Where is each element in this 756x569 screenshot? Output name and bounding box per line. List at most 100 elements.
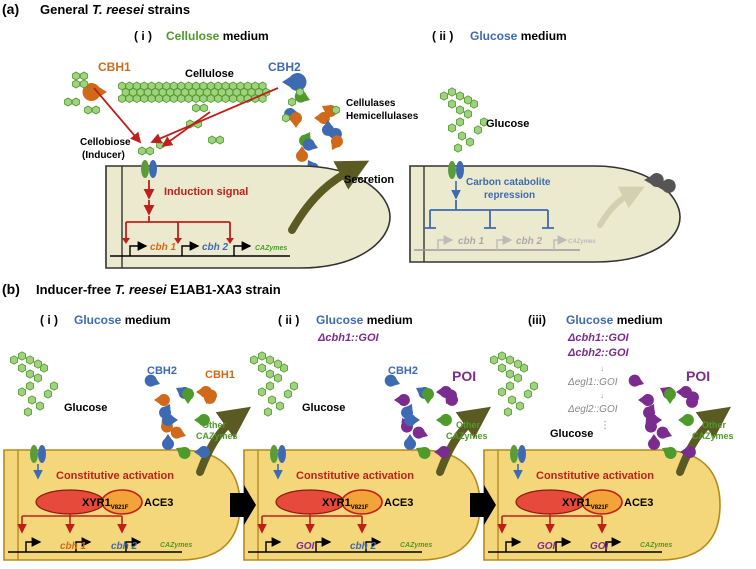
enzyme-pacman-icon	[628, 374, 644, 387]
glucose-hexagon-icon	[289, 381, 299, 391]
ace3-label: ACE3	[624, 497, 653, 509]
enzyme-pacman-icon	[648, 434, 660, 450]
faded-secretion-arrow-icon	[597, 186, 645, 228]
glucose-hexagon-icon	[516, 401, 524, 411]
gene-cazymes: CAZymes	[255, 245, 287, 252]
promoter-icon	[265, 537, 282, 552]
glucose-label: Glucose	[64, 402, 107, 414]
glucose-hexagon-icon	[447, 87, 457, 97]
transporter-icon	[38, 445, 46, 463]
panel-b-title-italic: T. reesei	[115, 282, 167, 297]
enzyme-pacman-icon	[662, 446, 677, 459]
enzyme-pacman-icon	[384, 374, 400, 387]
down-arrow-2: ↓	[600, 391, 604, 400]
panel-a-title-pre: General	[40, 2, 92, 17]
medium-word: Cellulose	[166, 29, 220, 43]
glucose-hexagon-icon	[44, 389, 52, 399]
cellulose-label: Cellulose	[185, 68, 234, 80]
transporter-icon	[30, 445, 38, 463]
enzyme-pacman-icon	[314, 112, 330, 125]
enzyme-pacman-icon	[296, 146, 308, 162]
cbh1-label: CBH1	[205, 369, 235, 381]
glucose-hexagon-icon	[455, 117, 465, 127]
promoter-icon	[605, 537, 622, 552]
enzyme-pacman-icon	[290, 112, 302, 128]
xyr1-label: XYR1V821F	[82, 497, 129, 511]
gene-2: GOI	[590, 541, 609, 552]
gene-cazymes: CAZymes	[568, 239, 596, 245]
glucose-hexagon-icon	[206, 94, 215, 104]
panel-b-ii: ( ii ) Glucose medium Δcbh1::GOI Glucose…	[278, 313, 488, 552]
gene-cbh1: cbh 1	[458, 236, 485, 247]
promoter-icon	[25, 537, 42, 552]
glucose-hexagon-icon	[72, 97, 80, 107]
glucose-hexagon-icon	[156, 140, 164, 150]
enzyme-pacman-icon	[404, 413, 420, 427]
other-label-2: CAZymes	[196, 431, 238, 441]
glucose-hexagon-icon	[177, 94, 186, 104]
glucose-hexagon-icon	[257, 387, 267, 397]
ace3-label: ACE3	[144, 497, 173, 509]
enzyme-pacman-icon	[162, 434, 174, 450]
medium-label: Cellulose medium	[166, 29, 269, 43]
inducer-label: (Inducer)	[82, 150, 125, 161]
fungal-cell-group	[3, 351, 252, 561]
glucose-hexagon-icon	[80, 71, 88, 81]
deletion-label-2: Δcbh2::GOI	[567, 347, 629, 359]
glucose-hexagon-icon	[132, 94, 141, 104]
glucose-hexagon-icon	[275, 401, 285, 411]
deletion-label-4: Δegl2::GOI	[567, 404, 618, 415]
ace3-label: ACE3	[384, 497, 413, 509]
panel-b-title: Inducer-free T. reesei E1AB1-XA3 strain	[36, 282, 281, 297]
gene-2: cbh 2	[111, 541, 138, 552]
glucose-hexagon-icon	[288, 97, 296, 107]
glucose-hexagon-icon	[64, 97, 72, 107]
fungal-cell-group	[243, 351, 492, 561]
promoter-icon	[505, 537, 522, 552]
glucose-hexagon-icon	[84, 105, 92, 115]
glucose-hexagon-icon	[455, 105, 465, 115]
glucose-hexagon-icon	[36, 401, 44, 411]
ace3-oval	[101, 489, 143, 515]
panel-b-title-post: E1AB1-XA3 strain	[167, 282, 281, 297]
enzyme-pacman-icon	[182, 388, 194, 404]
xyr1-sub: V821F	[111, 505, 129, 511]
enzyme-pacman-icon	[394, 394, 410, 407]
xyr1-sub: V821F	[591, 505, 609, 511]
glucose-hexagon-icon	[140, 94, 149, 104]
glucose-hexagon-icon	[505, 381, 514, 391]
medium-suffix: medium	[219, 29, 268, 43]
down-arrow-1: ↓	[600, 364, 604, 373]
roman-label: (iii)	[528, 313, 546, 327]
enzyme-pacman-icon	[176, 446, 191, 459]
glucose-hexagon-icon	[265, 369, 275, 379]
glucose-label: Glucose	[550, 428, 593, 440]
other-label-2: CAZymes	[692, 431, 734, 441]
xyr1-label: XYR1V821F	[322, 497, 369, 511]
transporter-icon	[510, 445, 518, 463]
poi-label: POI	[452, 368, 476, 384]
enzyme-pacman-icon	[302, 138, 318, 151]
repression-label-2: repression	[484, 190, 535, 201]
glucose-hexagon-icon	[463, 109, 473, 119]
medium-word: Glucose	[316, 313, 364, 327]
gene-1: GOI	[296, 541, 315, 552]
glucose-hexagon-icon	[530, 381, 538, 391]
gene-3: CAZymes	[400, 542, 432, 549]
glucose-cluster	[439, 87, 489, 153]
enzyme-pacman-icon	[678, 413, 694, 427]
glucose-hexagon-icon	[34, 373, 42, 383]
glucose-hexagon-icon	[229, 94, 237, 104]
enzyme-pacman-icon	[194, 414, 210, 427]
glucose-hexagon-icon	[267, 395, 277, 405]
glucose-hexagon-icon	[25, 381, 34, 391]
panel-a-title: General T. reesei strains	[40, 2, 190, 17]
glucose-hexagon-icon	[214, 94, 223, 104]
glucose-hexagon-icon	[155, 94, 163, 104]
enzyme-pacman-icon	[404, 434, 416, 450]
cellobiose-free-group	[64, 71, 224, 156]
glucose-hexagon-icon	[184, 94, 193, 104]
glucose-label: Glucose	[486, 118, 529, 130]
promoter-3-icon	[553, 235, 568, 250]
